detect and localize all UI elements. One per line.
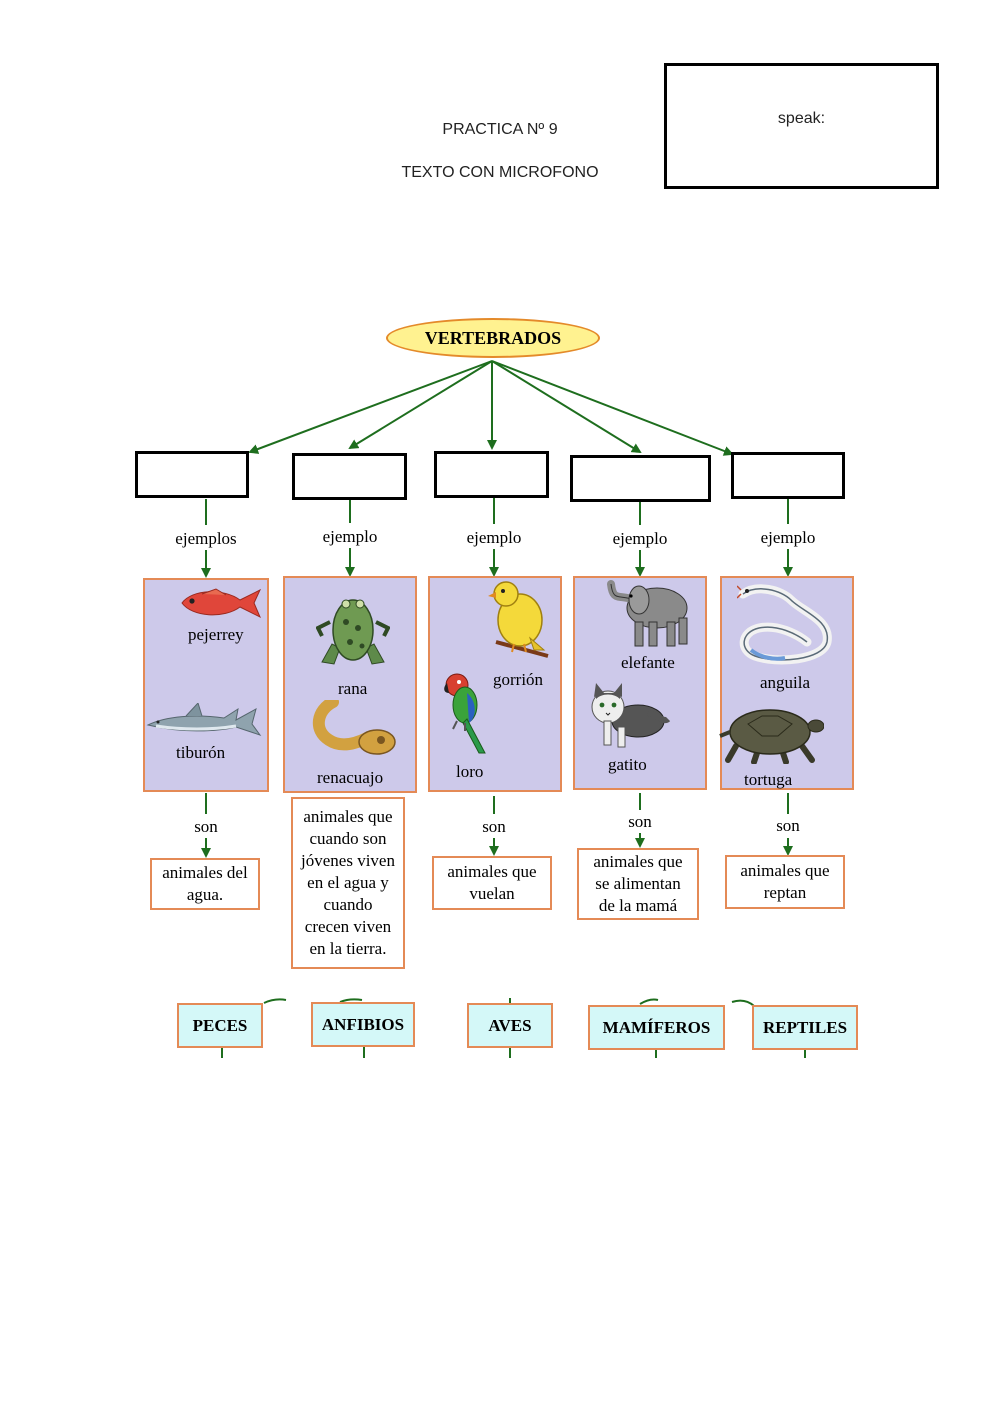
label-son: son (194, 817, 218, 836)
definition-anfibios: animales que cuando son jóvenes viven en… (291, 797, 405, 969)
frog-icon (316, 599, 390, 665)
animal-label: tiburón (176, 743, 226, 762)
answer-box-0[interactable] (135, 451, 249, 498)
definition-line: animales que (593, 852, 683, 871)
definition-line: animales que (303, 807, 393, 826)
arrow-stub-peces (263, 998, 287, 1004)
definition-reptiles: animales que reptan (725, 855, 845, 909)
animal-label: gorrión (493, 670, 544, 689)
definition-line: de la mamá (598, 896, 678, 915)
tadpole-icon (313, 700, 396, 755)
category-anfibios[interactable]: ANFIBIOS (311, 1002, 415, 1047)
eel-icon (737, 584, 832, 665)
arrow-root-peces (248, 360, 493, 454)
definition-line: animales que (447, 862, 537, 881)
animal-label: rana (338, 679, 368, 698)
answer-box-3[interactable] (570, 455, 711, 502)
fish-icon (181, 588, 262, 619)
definition-line: animales del (162, 863, 248, 882)
definition-line: reptan (763, 883, 807, 902)
answer-box-2[interactable] (434, 451, 549, 498)
definition-line: vuelan (469, 884, 515, 903)
label-son: son (482, 817, 506, 836)
animal-label: renacuajo (317, 768, 384, 787)
label-ejemplo: ejemplo (466, 528, 522, 547)
definition-line: se alimentan (595, 874, 681, 893)
label-ejemplo: ejemplo (760, 528, 816, 547)
speak-label: speak: (777, 110, 826, 127)
example-panel-reptiles (720, 576, 854, 790)
definition-line: cuando son (309, 829, 387, 848)
definition-aves: animales que vuelan (432, 856, 552, 910)
animal-label: anguila (760, 673, 811, 692)
answer-box-4[interactable] (731, 452, 845, 499)
arrow-stub-anfibios (339, 998, 363, 1003)
turtle-icon (719, 709, 824, 764)
arrow-root-mamiferos (491, 360, 642, 454)
definition-line: en el agua y (307, 873, 389, 892)
label-ejemplo: ejemplo (612, 529, 668, 548)
definition-mamiferos: animales que se alimentan de la mamá (577, 848, 699, 920)
arrow-root-reptiles (491, 360, 734, 456)
arrow-stub-reptiles (731, 999, 755, 1007)
category-reptiles[interactable]: REPTILES (752, 1005, 858, 1050)
animal-label: loro (456, 762, 484, 781)
animal-label: pejerrey (188, 625, 244, 644)
animal-label: tortuga (744, 770, 793, 789)
definition-line: animales que (740, 861, 830, 880)
definition-line: agua. (186, 885, 224, 904)
elephant-icon (607, 580, 688, 647)
arrow-root-anfibios (348, 360, 493, 450)
label-ejemplos: ejemplos (175, 529, 237, 548)
practice-subtitle: TEXTO CON MICROFONO (401, 164, 599, 181)
arrow-stub-mamiferos (639, 998, 659, 1005)
definition-line: jóvenes viven (301, 851, 395, 870)
parrot-icon (444, 673, 486, 754)
animal-label: gatito (608, 755, 647, 774)
speak-box[interactable]: speak: (664, 63, 939, 189)
shark-icon (146, 703, 262, 736)
definition-line: crecen viven (304, 917, 392, 936)
label-son: son (628, 812, 652, 831)
label-son: son (776, 816, 800, 835)
definition-peces: animales del agua. (150, 858, 260, 910)
root-node: VERTEBRADOS (386, 318, 600, 358)
label-ejemplo: ejemplo (322, 527, 378, 546)
category-peces[interactable]: PECES (177, 1003, 263, 1048)
cat-icon (591, 683, 671, 748)
definition-line: en la tierra. (309, 939, 387, 958)
animal-label: elefante (621, 653, 675, 672)
answer-box-1[interactable] (292, 453, 407, 500)
canary-icon (488, 581, 549, 658)
practice-title: PRACTICA Nº 9 (442, 121, 558, 138)
category-mamiferos[interactable]: MAMÍFEROS (588, 1005, 725, 1050)
definition-line: cuando (323, 895, 373, 914)
category-aves[interactable]: AVES (467, 1003, 553, 1048)
